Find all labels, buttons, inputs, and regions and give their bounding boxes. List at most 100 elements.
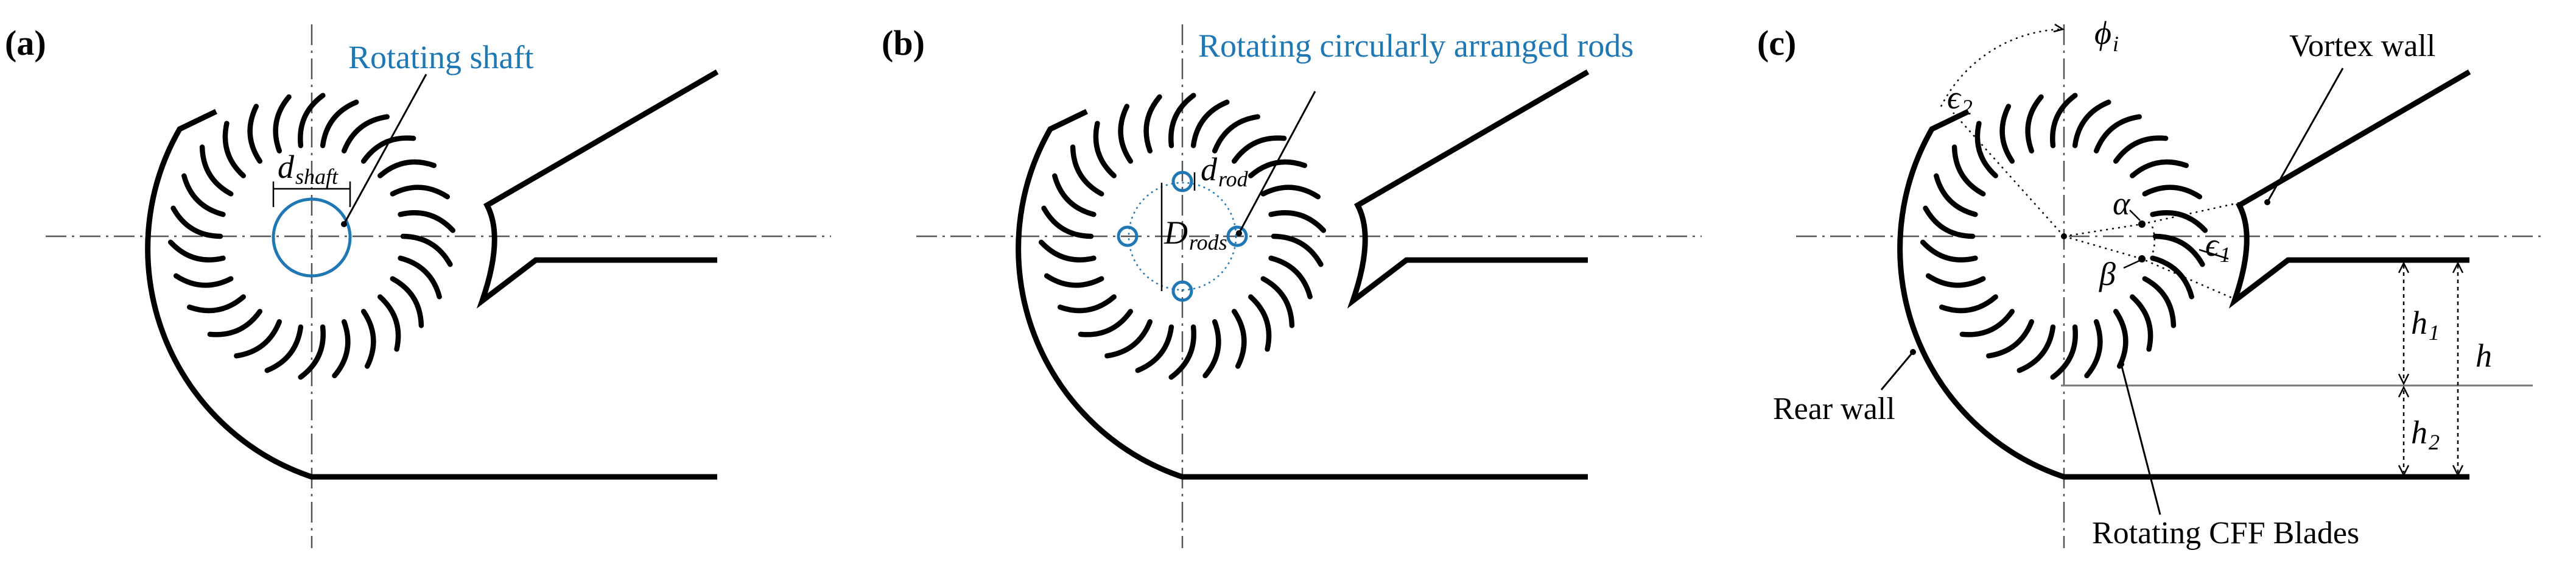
fan-blade: [1168, 324, 1196, 380]
fan-blade: [2072, 99, 2111, 149]
panel-c-h2-symbol: h2: [2411, 414, 2440, 454]
panel-c-eps1-symbol: ϵ1: [2205, 227, 2231, 267]
panel-c-h1-arrow-top: [2398, 261, 2410, 273]
panel-a-blade-ring: [167, 93, 456, 380]
fan-blade: [1041, 205, 1094, 239]
fan-blade: [1934, 173, 1978, 217]
fan-blade: [1986, 319, 2035, 359]
panel-c-beta-ray: [2063, 235, 2234, 300]
panel-c-h1-main: h: [2411, 305, 2427, 341]
fan-blade: [332, 319, 351, 379]
panel-c-eps2-ray: [1953, 112, 2065, 237]
panel-b-blade-ring: [1038, 93, 1327, 380]
panel-c-eps2-sub: 2: [1962, 95, 1973, 119]
panel-b-Drods-main: D: [1163, 214, 1188, 251]
fan-blade: [2130, 159, 2189, 178]
panel-c-eps1-main: ϵ: [2205, 227, 2220, 263]
fan-blade: [1044, 273, 1104, 288]
fan-blade: [2142, 185, 2203, 200]
panel-a-label: (a): [5, 23, 46, 63]
panel-b-drod-symbol: drod: [1201, 151, 1249, 191]
panel-c-rear-wall-leader: [1880, 351, 1914, 390]
panel-a-vortex-wall: [476, 69, 719, 309]
panel-c-phi-symbol: ϕi: [2094, 15, 2119, 56]
panel-c-blades-dot: [2118, 361, 2124, 367]
fan-blade: [390, 185, 451, 200]
fan-blade: [298, 324, 326, 380]
fan-blade: [273, 94, 292, 153]
fan-blade: [320, 99, 359, 149]
fan-blade: [1168, 93, 1196, 149]
panel-c-beta-pointer: [2123, 259, 2140, 269]
fan-blade: [207, 309, 263, 337]
fan-blade: [1118, 104, 1134, 164]
fan-blade: [222, 121, 246, 178]
panel-a-dshaft-main: d: [278, 149, 295, 185]
panel-b-label: (b): [882, 23, 925, 63]
fan-blade: [400, 233, 453, 267]
panel-c-vortex-wall-leader: [2266, 68, 2344, 203]
fan-blade: [2152, 233, 2205, 267]
panel-c-rear-wall: [1897, 108, 2469, 480]
panel-c-vortex-wall-label: Vortex wall: [2289, 29, 2435, 63]
panel-a-dshaft-sub: shaft: [295, 164, 339, 189]
fan-blade: [1974, 121, 1998, 178]
panel-a-rear-wall: [145, 108, 717, 480]
panel-b-rod-left: [1117, 225, 1139, 247]
fan-blade: [390, 276, 424, 328]
panel-a-shaft-circle: [272, 197, 352, 278]
fan-blade: [1078, 309, 1134, 337]
panel-c-eps2-symbol: ϵ2: [1947, 79, 1973, 119]
fan-blade: [1038, 239, 1097, 262]
fan-blade: [1959, 309, 2015, 337]
panel-a-callout-leader: [343, 74, 427, 225]
panel-a: (a) dshaft Rotating shaft: [5, 23, 831, 548]
fan-blade: [2050, 324, 2078, 380]
panel-c-blades-label: Rotating CFF Blades: [2092, 516, 2359, 551]
fan-blade: [173, 273, 234, 288]
panel-b-callout-label: Rotating circularly arranged rods: [1198, 27, 1634, 64]
fan-blade: [167, 239, 226, 262]
fan-blade: [2025, 94, 2044, 153]
panel-c-h-symbol: h: [2476, 337, 2492, 374]
panel-b-Drods-sub: rods: [1189, 230, 1227, 255]
panel-c: (c) ϕi ϵ2 ϵ1 α β: [1757, 15, 2545, 551]
panel-c-h2-sub: 2: [2429, 430, 2440, 454]
fan-blade: [1260, 276, 1295, 328]
fan-blade: [2093, 114, 2142, 153]
fan-blade: [1057, 294, 1117, 314]
fan-blade: [2142, 276, 2177, 328]
fan-blade: [341, 114, 390, 153]
panel-c-phi-arrowhead: [2053, 23, 2065, 33]
fan-blade: [360, 309, 376, 369]
panel-c-vortex-wall-dot: [2264, 199, 2270, 205]
panel-c-rotor-center-dot: [2061, 233, 2067, 239]
fan-blade: [186, 294, 246, 314]
panel-b-vortex-wall: [1347, 69, 1590, 309]
panel-c-alpha-dot: [2138, 220, 2146, 228]
panel-b-rod-bottom: [1171, 280, 1193, 302]
fan-blade: [1143, 94, 1162, 153]
panel-c-alpha-pointer: [2129, 210, 2141, 221]
fan-blade: [1268, 255, 1313, 300]
fan-blade: [377, 294, 401, 352]
fan-blade: [1999, 104, 2015, 164]
fan-blade: [1923, 205, 1976, 239]
fan-blade: [1268, 210, 1327, 233]
fan-blade: [247, 104, 263, 164]
panel-c-h2-arrow-top: [2398, 386, 2410, 398]
panel-c-beta-symbol: β: [2099, 256, 2116, 292]
fan-blade: [1212, 114, 1260, 153]
fan-blade: [1231, 309, 1247, 369]
panel-c-h-arrow-top: [2452, 261, 2464, 273]
fan-blade: [398, 255, 442, 300]
panel-b-rod-top: [1171, 171, 1193, 192]
fan-blade: [234, 319, 283, 359]
panel-c-blade-ring: [1920, 93, 2208, 380]
panel-c-vortex-wall: [2228, 69, 2471, 309]
fan-blade: [2113, 135, 2169, 164]
fan-blade: [1135, 324, 1174, 373]
fan-blade: [1951, 144, 1986, 197]
